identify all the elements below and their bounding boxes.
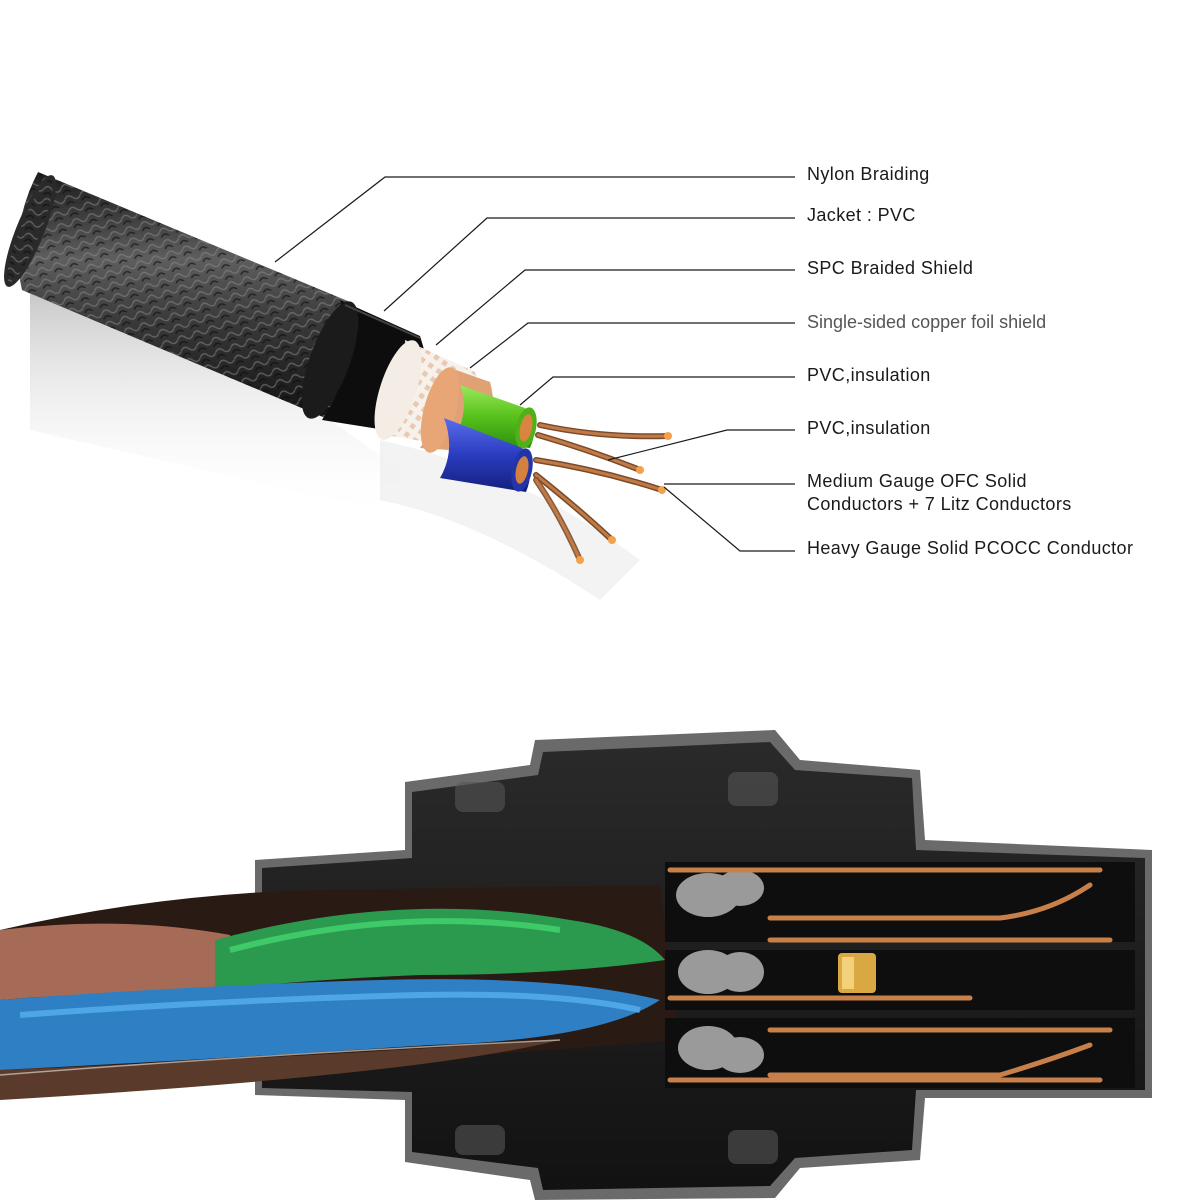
nylon-braid-tube xyxy=(4,172,358,420)
label-medium-gauge-line-1: Medium Gauge OFC Solid xyxy=(807,471,1027,491)
label-copper-foil-shield: Single-sided copper foil shield xyxy=(807,312,1047,332)
label-medium-gauge-line-2: Conductors + 7 Litz Conductors xyxy=(807,494,1072,514)
label-jacket-pvc: Jacket : PVC xyxy=(807,205,916,225)
leader-copper-foil-shield xyxy=(469,322,795,369)
leader-pvc-insulation-1 xyxy=(519,376,795,406)
leader-nylon-braiding xyxy=(274,176,795,263)
blue-insulation-core xyxy=(440,418,533,492)
label-nylon-braiding: Nylon Braiding xyxy=(807,164,930,184)
leader-pvc-insulation-2 xyxy=(607,429,795,461)
copper-contacts xyxy=(667,867,1113,1083)
conductor-wires xyxy=(533,422,672,564)
label-pvc-insulation-1: PVC,insulation xyxy=(807,365,931,385)
cable-reflection xyxy=(30,290,420,520)
leader-heavy-gauge xyxy=(663,486,795,552)
leader-lines xyxy=(274,176,795,552)
leader-spc-braided-shield xyxy=(435,269,795,346)
plug-cutaway xyxy=(0,730,1152,1200)
label-spc-braided-shield: SPC Braided Shield xyxy=(807,258,974,278)
leader-jacket-pvc xyxy=(383,217,795,312)
label-heavy-gauge-conductor: Heavy Gauge Solid PCOCC Conductor xyxy=(807,538,1134,558)
cable-strands xyxy=(0,885,680,1100)
cable-cross-section xyxy=(4,172,672,600)
label-pvc-insulation-2: PVC,insulation xyxy=(807,418,931,438)
